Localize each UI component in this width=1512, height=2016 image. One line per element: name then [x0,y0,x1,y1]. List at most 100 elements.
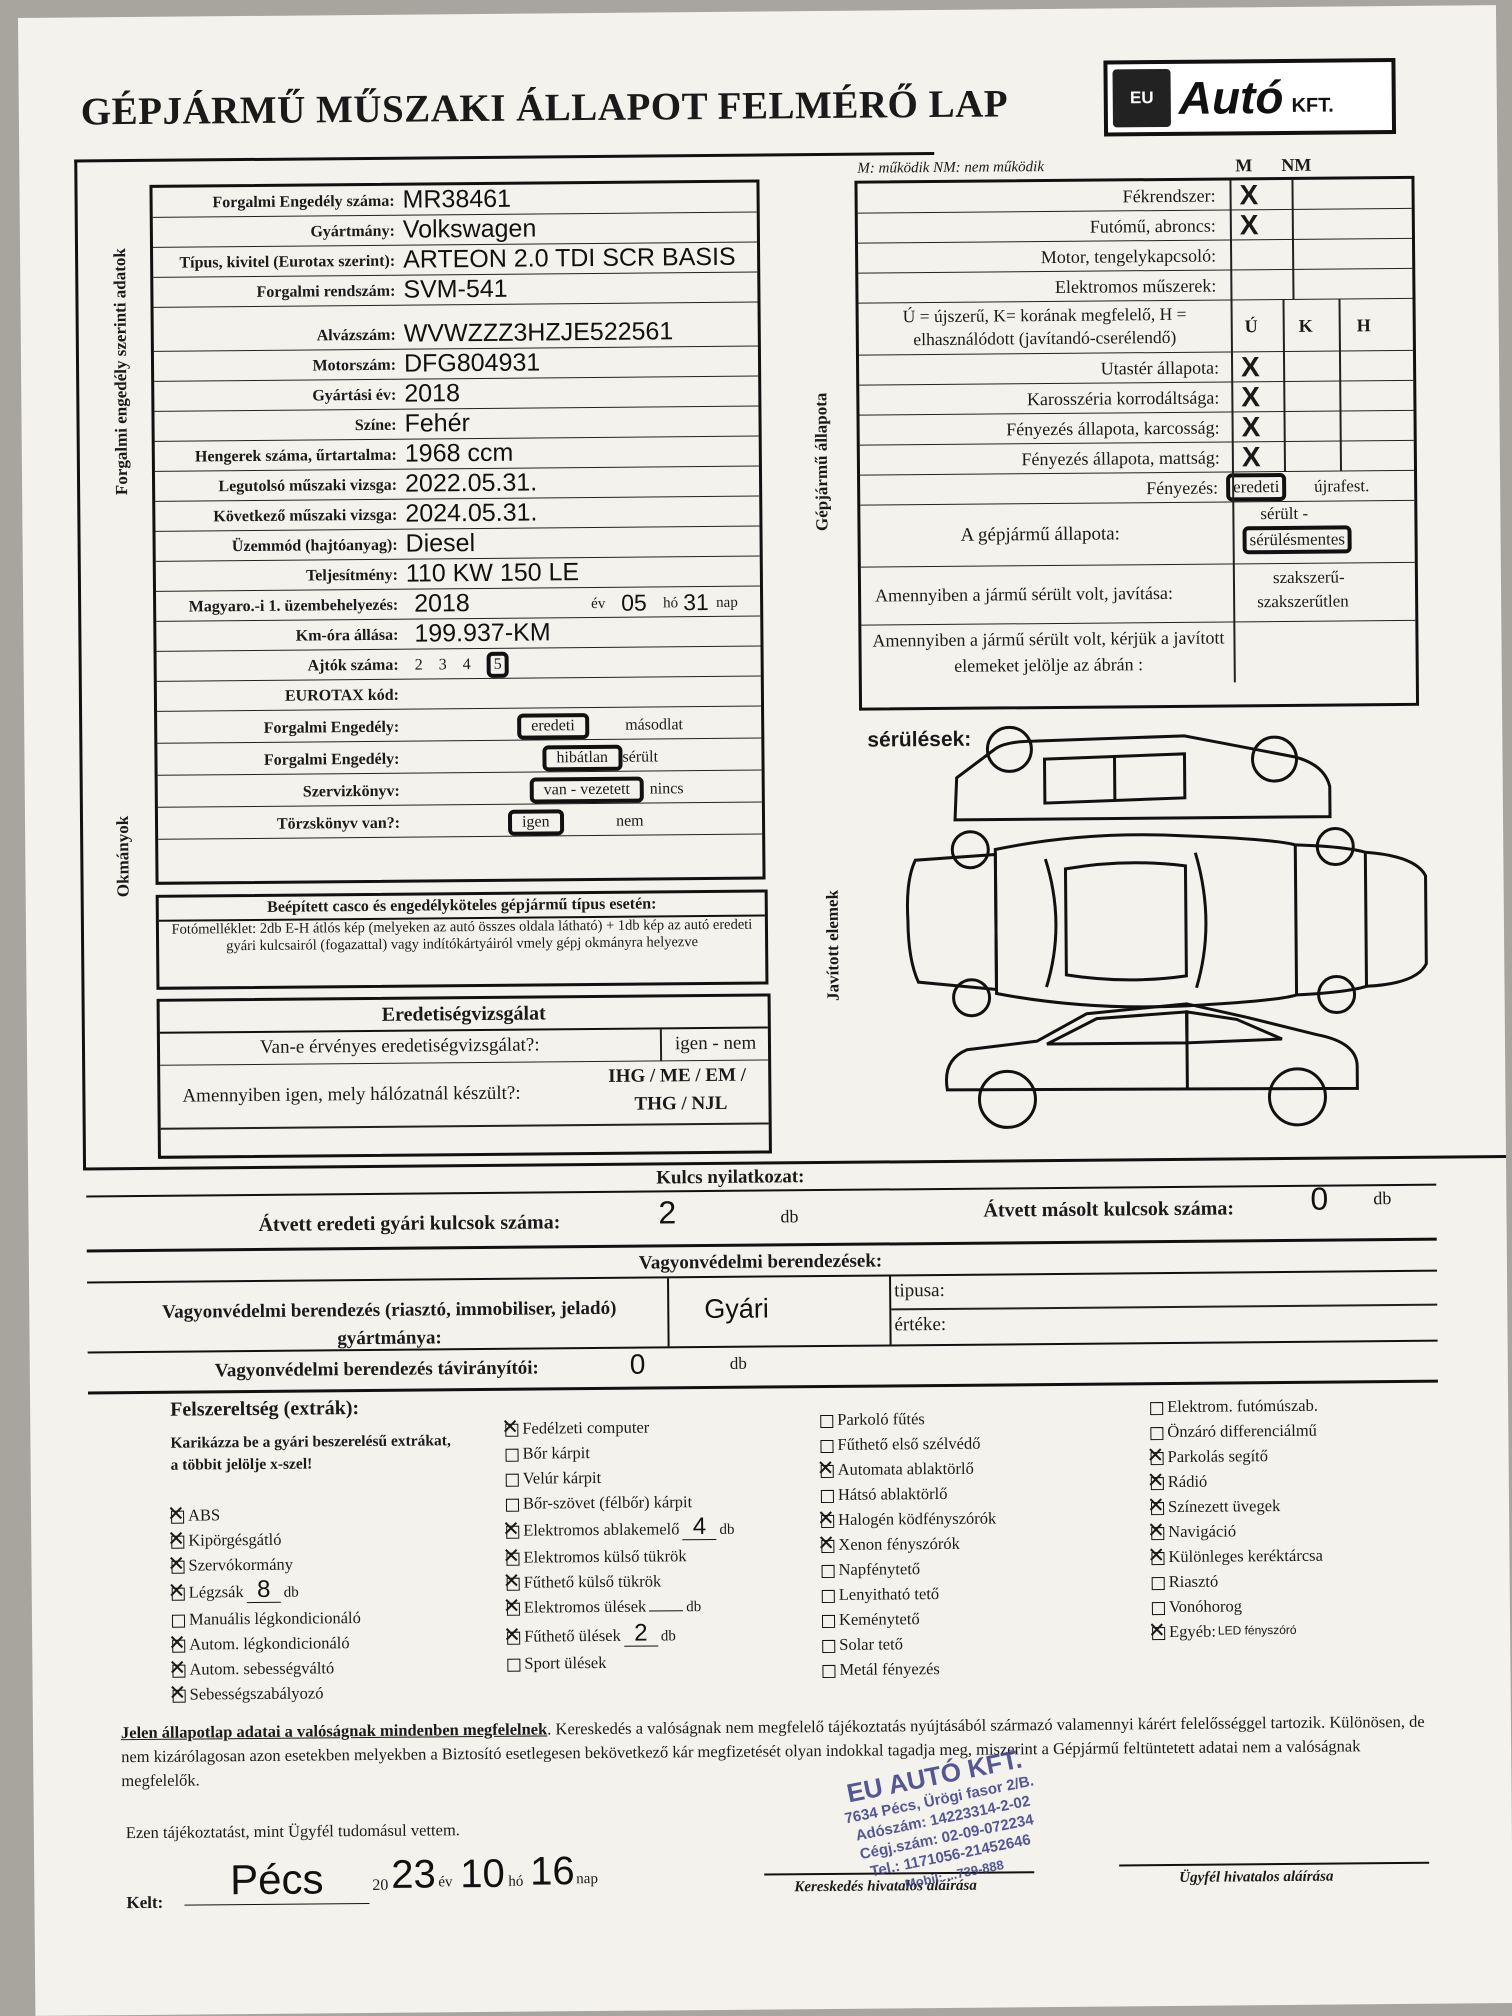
extra-label: Elektrom. futómúszab. [1167,1395,1319,1417]
checkbox-icon[interactable] [1151,1576,1165,1590]
extra-item[interactable]: Solar tető [822,1631,997,1658]
extra-label: Szervókormány [188,1554,294,1575]
extra-item[interactable]: Hátsó ablaktörlő [820,1481,996,1508]
extra-item[interactable]: Napfénytető [821,1556,996,1583]
extra-item[interactable]: Szervókormány [171,1551,360,1578]
condition-mark: X [1241,441,1261,473]
checkbox-icon[interactable] [821,1614,836,1628]
sign-place: Pécs [184,1855,370,1906]
extra-item[interactable]: Lenyitható tető [821,1581,997,1608]
checkbox-icon[interactable] [506,1602,520,1616]
extra-item[interactable]: Fedélzeti computer [505,1414,733,1441]
extra-item[interactable]: Rádió [1150,1468,1323,1494]
checkbox-icon[interactable] [821,1539,835,1553]
checkbox-icon[interactable] [172,1639,186,1653]
extra-label: Bőr kárpit [522,1443,590,1463]
extra-item[interactable]: Xenon fényszórók [821,1531,996,1558]
checkbox-icon[interactable] [1150,1501,1165,1515]
checkbox-icon[interactable] [1150,1476,1164,1490]
function-row: Futómű, abroncs:X [857,208,1412,244]
checkbox-icon[interactable] [820,1414,834,1428]
checkbox-icon[interactable] [1150,1401,1164,1415]
extra-item[interactable]: Fűthető első szélvédő [820,1431,995,1458]
checkbox-icon[interactable] [820,1464,834,1478]
checkbox-icon[interactable] [507,1658,521,1672]
checkbox-icon[interactable] [506,1577,520,1591]
checkbox-icon[interactable] [821,1589,835,1603]
checkbox-icon[interactable] [506,1552,520,1566]
extra-item[interactable]: Bőr-szövet (félbőr) kárpit [505,1489,734,1516]
extra-item[interactable]: Kipörgésgátló [171,1526,360,1553]
data-row-label: Forgalmi Engedély száma: [212,192,395,212]
checkbox-icon[interactable] [171,1587,185,1601]
checkbox-icon[interactable] [822,1664,836,1678]
checkbox-icon[interactable] [1151,1551,1165,1565]
checkbox-icon[interactable] [821,1514,835,1528]
checkbox-icon[interactable] [507,1631,521,1645]
extra-item[interactable]: ABS [171,1501,360,1528]
checkbox-icon[interactable] [505,1498,520,1512]
extra-label: Bőr-szövet (félbőr) kárpit [522,1492,693,1513]
checkbox-icon[interactable] [1151,1526,1165,1540]
document-option-selected: van - vezetett [529,776,645,804]
extra-item[interactable]: Riasztó [1151,1568,1324,1594]
checkbox-icon[interactable] [1151,1601,1165,1615]
extra-item[interactable]: Autom. sebességváltó [172,1655,361,1682]
extra-item[interactable]: Vonóhorog [1151,1593,1324,1619]
extra-item[interactable]: Elektrom. futómúszab. [1150,1393,1322,1419]
extra-item[interactable]: Halogén ködfényszórók [821,1506,996,1533]
checkbox-icon[interactable] [505,1448,519,1462]
function-row: Fékrendszer:X [857,178,1412,214]
extra-label: Automata ablaktörlő [837,1458,974,1479]
checkbox-icon[interactable] [1152,1626,1166,1640]
checkbox-icon[interactable] [172,1689,186,1703]
checkbox-icon[interactable] [820,1439,834,1453]
extra-item[interactable]: Színezett üvegek [1150,1493,1323,1519]
data-row-label: Motorszám: [312,356,397,375]
checkbox-icon[interactable] [1150,1426,1164,1440]
extra-item[interactable]: Velúr kárpit [505,1464,734,1491]
document-label: Forgalmi Engedély: [263,750,400,769]
extra-item[interactable]: Elektromos külső tükrök [506,1543,734,1570]
extra-item[interactable]: Egyéb:LED fényszóró [1152,1618,1324,1644]
checkbox-icon[interactable] [506,1525,520,1539]
extra-item[interactable]: Navigáció [1151,1518,1323,1544]
checkbox-icon[interactable] [171,1560,185,1574]
checkbox-icon[interactable] [505,1423,519,1437]
checkbox-icon[interactable] [171,1510,185,1524]
extra-item[interactable]: Automata ablaktörlő [820,1456,996,1483]
extra-item[interactable]: Sport ülések [507,1649,735,1676]
extra-item[interactable]: Parkoló fűtés [820,1406,995,1433]
extra-item[interactable]: Sebességszabályozó [172,1680,362,1707]
extra-item[interactable]: Önzáró differenciálmű [1150,1418,1322,1444]
extra-item[interactable]: Bőr kárpit [505,1439,733,1466]
function-label: Futómű, abroncs: [1089,215,1216,237]
checkbox-icon[interactable] [171,1535,185,1549]
checkbox-icon[interactable] [1150,1451,1164,1465]
checkbox-icon[interactable] [172,1664,186,1678]
sign-nap: nap [576,1871,599,1888]
extra-item[interactable]: Metál fényezés [822,1656,997,1683]
extra-item[interactable]: Különleges keréktárcsa [1151,1543,1323,1569]
document-label: Forgalmi Engedély: [263,718,400,737]
eu-flag-icon: EU [1112,68,1171,128]
checkbox-icon[interactable] [820,1489,834,1503]
data-row-label: Hengerek száma, űrtartalma: [194,446,397,466]
checkbox-icon[interactable] [821,1564,835,1578]
extra-item[interactable]: Keménytető [821,1606,997,1633]
repair-note: Amennyiben a jármű sérült volt, kérjük a… [872,627,1225,676]
checkbox-icon[interactable] [171,1614,186,1628]
extra-item[interactable]: Manuális légkondicionáló [171,1605,361,1632]
ukh-legend: Ú = újszerű, K= korának megfelelő, H = e… [902,303,1187,350]
data-row-value: SVM-541 [403,274,508,304]
extra-item[interactable]: Fűthető külső tükrök [506,1568,735,1595]
extra-item[interactable]: Parkolás segítő [1150,1443,1322,1469]
extra-item[interactable]: Autom. légkondicionáló [172,1630,361,1657]
checkbox-icon[interactable] [505,1473,519,1487]
checkbox-icon[interactable] [822,1639,836,1653]
